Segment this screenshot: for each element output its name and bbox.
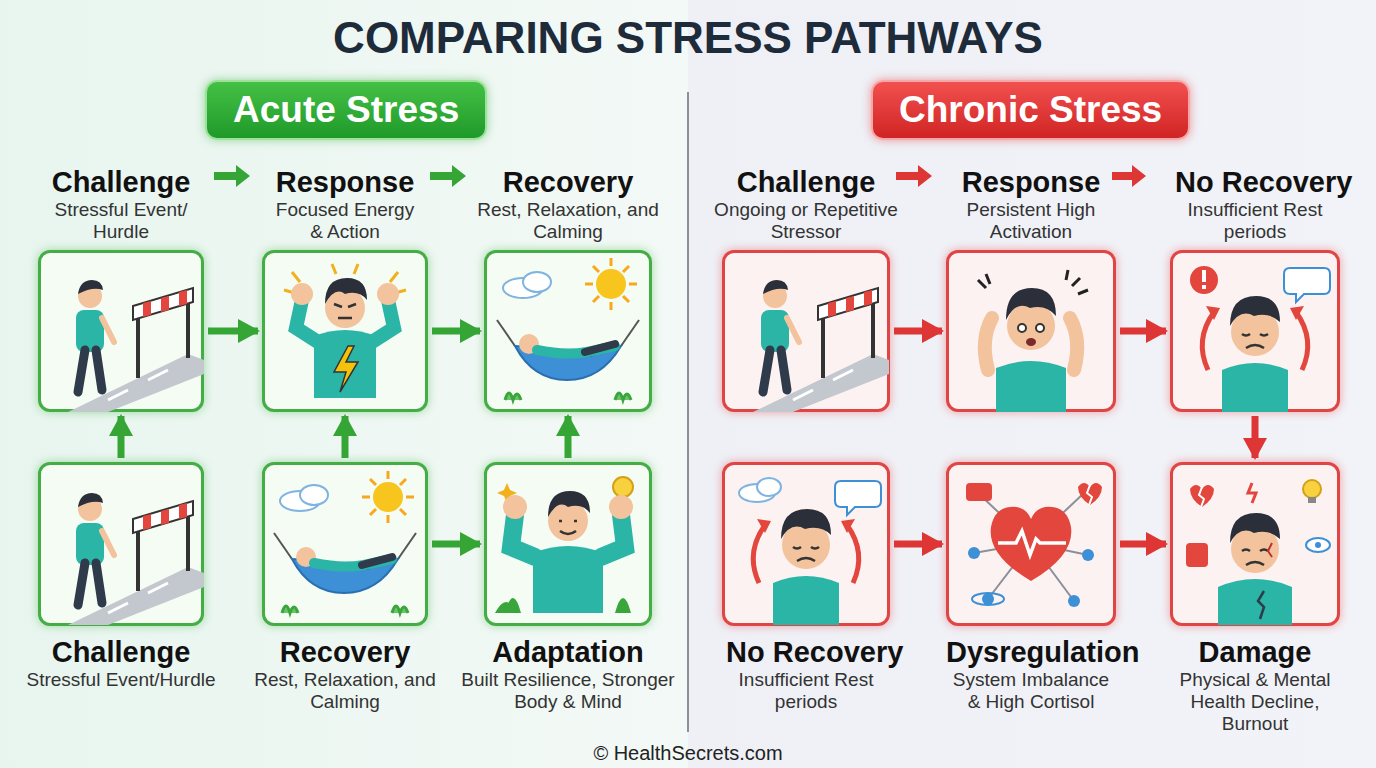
illustration: [284, 264, 406, 398]
stage-description: Rest, Relaxation, and Calming: [473, 199, 663, 243]
stage-tile: RecoveryRest, Relaxation, and Calming: [262, 462, 428, 626]
stage-tile: ResponsePersistent High Activation: [946, 250, 1116, 412]
illustration: [753, 280, 889, 412]
label-group: DysregulationSystem Imbalance & High Cor…: [946, 635, 1116, 713]
divider-line: [687, 92, 689, 732]
flow-arrow: [432, 328, 480, 335]
header-pill: Acute Stress: [205, 80, 487, 140]
label-group: ChallengeStressful Event/Hurdle: [11, 635, 231, 691]
header-pill: Chronic Stress: [871, 80, 1190, 140]
stage-tile: ResponseFocused Energy & Action: [262, 250, 428, 412]
flow-arrow: [432, 541, 480, 548]
stage-description: Stressful Event/ Hurdle: [26, 199, 216, 243]
stage-description: Insufficient Rest periods: [726, 669, 886, 713]
stage-tile: RecoveryRest, Relaxation, and Calming: [484, 250, 652, 412]
stage-heading: Recovery: [250, 635, 440, 669]
flow-arrow: [565, 416, 572, 458]
stage-description: Physical & Mental Health Decline, Burnou…: [1160, 669, 1350, 735]
stage-description: Stressful Event/Hurdle: [11, 669, 231, 691]
stage-tile: ChallengeStressful Event/ Hurdle: [38, 250, 204, 412]
header-text: Acute Stress: [233, 88, 459, 132]
page-caption: © HealthSecrets.com: [0, 741, 1376, 765]
stage-description: Insufficient Rest periods: [1175, 199, 1335, 243]
label-group: ChallengeStressful Event/ Hurdle: [26, 165, 216, 243]
illustration: [978, 270, 1088, 412]
label-group: ResponsePersistent High Activation: [951, 165, 1111, 243]
illustration: [1190, 266, 1330, 412]
stage-heading: Adaptation: [461, 635, 676, 669]
stage-description: Rest, Relaxation, and Calming: [250, 669, 440, 713]
label-group: RecoveryRest, Relaxation, and Calming: [250, 635, 440, 713]
illustration: [1186, 480, 1330, 625]
flow-arrow: [894, 541, 942, 548]
label-group: ChallengeOngoing or Repetitive Stressor: [706, 165, 906, 243]
stage-heading: Dysregulation: [946, 635, 1116, 669]
label-group: No RecoveryInsufficient Rest periods: [726, 635, 886, 713]
illustration: [966, 483, 1102, 607]
flow-arrow: [208, 328, 258, 335]
stage-description: Built Resilience, Stronger Body & Mind: [461, 669, 676, 713]
illustration: [274, 471, 416, 613]
stage-heading: Damage: [1160, 635, 1350, 669]
stage-description: Focused Energy & Action: [270, 199, 420, 243]
flow-arrow: [342, 416, 349, 458]
illustration: [495, 477, 633, 613]
label-group: DamagePhysical & Mental Health Decline, …: [1160, 635, 1350, 735]
label-group: RecoveryRest, Relaxation, and Calming: [473, 165, 663, 243]
label-group: No RecoveryInsufficient Rest periods: [1175, 165, 1335, 243]
stage-heading: Challenge: [706, 165, 906, 199]
stage-description: Ongoing or Repetitive Stressor: [706, 199, 906, 243]
stage-tile: ChallengeStressful Event/Hurdle: [38, 462, 204, 626]
stage-description: Persistent High Activation: [951, 199, 1111, 243]
stage-heading: Challenge: [26, 165, 216, 199]
label-group: ResponseFocused Energy & Action: [270, 165, 420, 243]
stage-heading: Challenge: [11, 635, 231, 669]
stage-tile: ChallengeOngoing or Repetitive Stressor: [722, 250, 890, 412]
stage-tile: DamagePhysical & Mental Health Decline, …: [1170, 462, 1340, 626]
page-title: COMPARING STRESS PATHWAYS: [0, 12, 1376, 64]
flow-arrow: [118, 416, 125, 458]
stage-heading: Response: [951, 165, 1111, 199]
stage-heading: No Recovery: [1175, 165, 1335, 199]
stage-tile: No RecoveryInsufficient Rest periods: [722, 462, 890, 626]
stage-tile: AdaptationBuilt Resilience, Stronger Bod…: [484, 462, 652, 626]
illustration: [68, 280, 204, 412]
label-group: AdaptationBuilt Resilience, Stronger Bod…: [461, 635, 676, 713]
flow-arrow: [894, 328, 942, 335]
flow-arrow: [1120, 541, 1166, 548]
stage-description: System Imbalance & High Cortisol: [946, 669, 1116, 713]
stage-heading: Recovery: [473, 165, 663, 199]
header-text: Chronic Stress: [899, 88, 1162, 132]
flow-arrow: [1120, 328, 1166, 335]
stage-heading: Response: [270, 165, 420, 199]
illustration: [497, 258, 639, 400]
stage-tile: No RecoveryInsufficient Rest periods: [1170, 250, 1340, 412]
stage-tile: DysregulationSystem Imbalance & High Cor…: [946, 462, 1116, 626]
flow-arrow: [1252, 416, 1259, 458]
illustration: [739, 478, 881, 625]
stage-heading: No Recovery: [726, 635, 886, 669]
illustration: [68, 493, 204, 625]
